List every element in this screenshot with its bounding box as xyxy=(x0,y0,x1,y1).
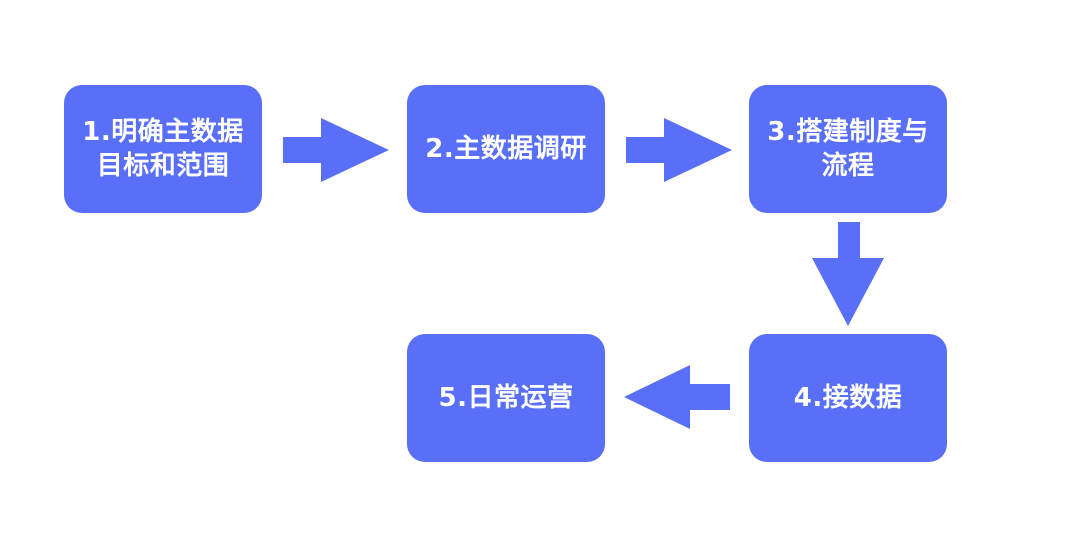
step-box-3: 3.搭建制度与 流程 xyxy=(749,85,947,213)
step-label-5: 5.日常运营 xyxy=(438,383,574,413)
step-label-3: 3.搭建制度与 流程 xyxy=(767,117,929,181)
arrow-down-icon xyxy=(812,222,884,326)
step-box-1: 1.明确主数据 目标和范围 xyxy=(64,85,262,213)
step-box-4: 4.接数据 xyxy=(749,334,947,462)
arrow-right-icon xyxy=(283,118,389,182)
step-box-5: 5.日常运营 xyxy=(407,334,605,462)
step-label-1: 1.明确主数据 目标和范围 xyxy=(82,117,244,181)
step-label-2: 2.主数据调研 xyxy=(425,134,587,164)
arrow-right-icon xyxy=(626,118,732,182)
step-box-2: 2.主数据调研 xyxy=(407,85,605,213)
step-label-4: 4.接数据 xyxy=(793,383,903,413)
arrow-left-icon xyxy=(624,365,730,429)
